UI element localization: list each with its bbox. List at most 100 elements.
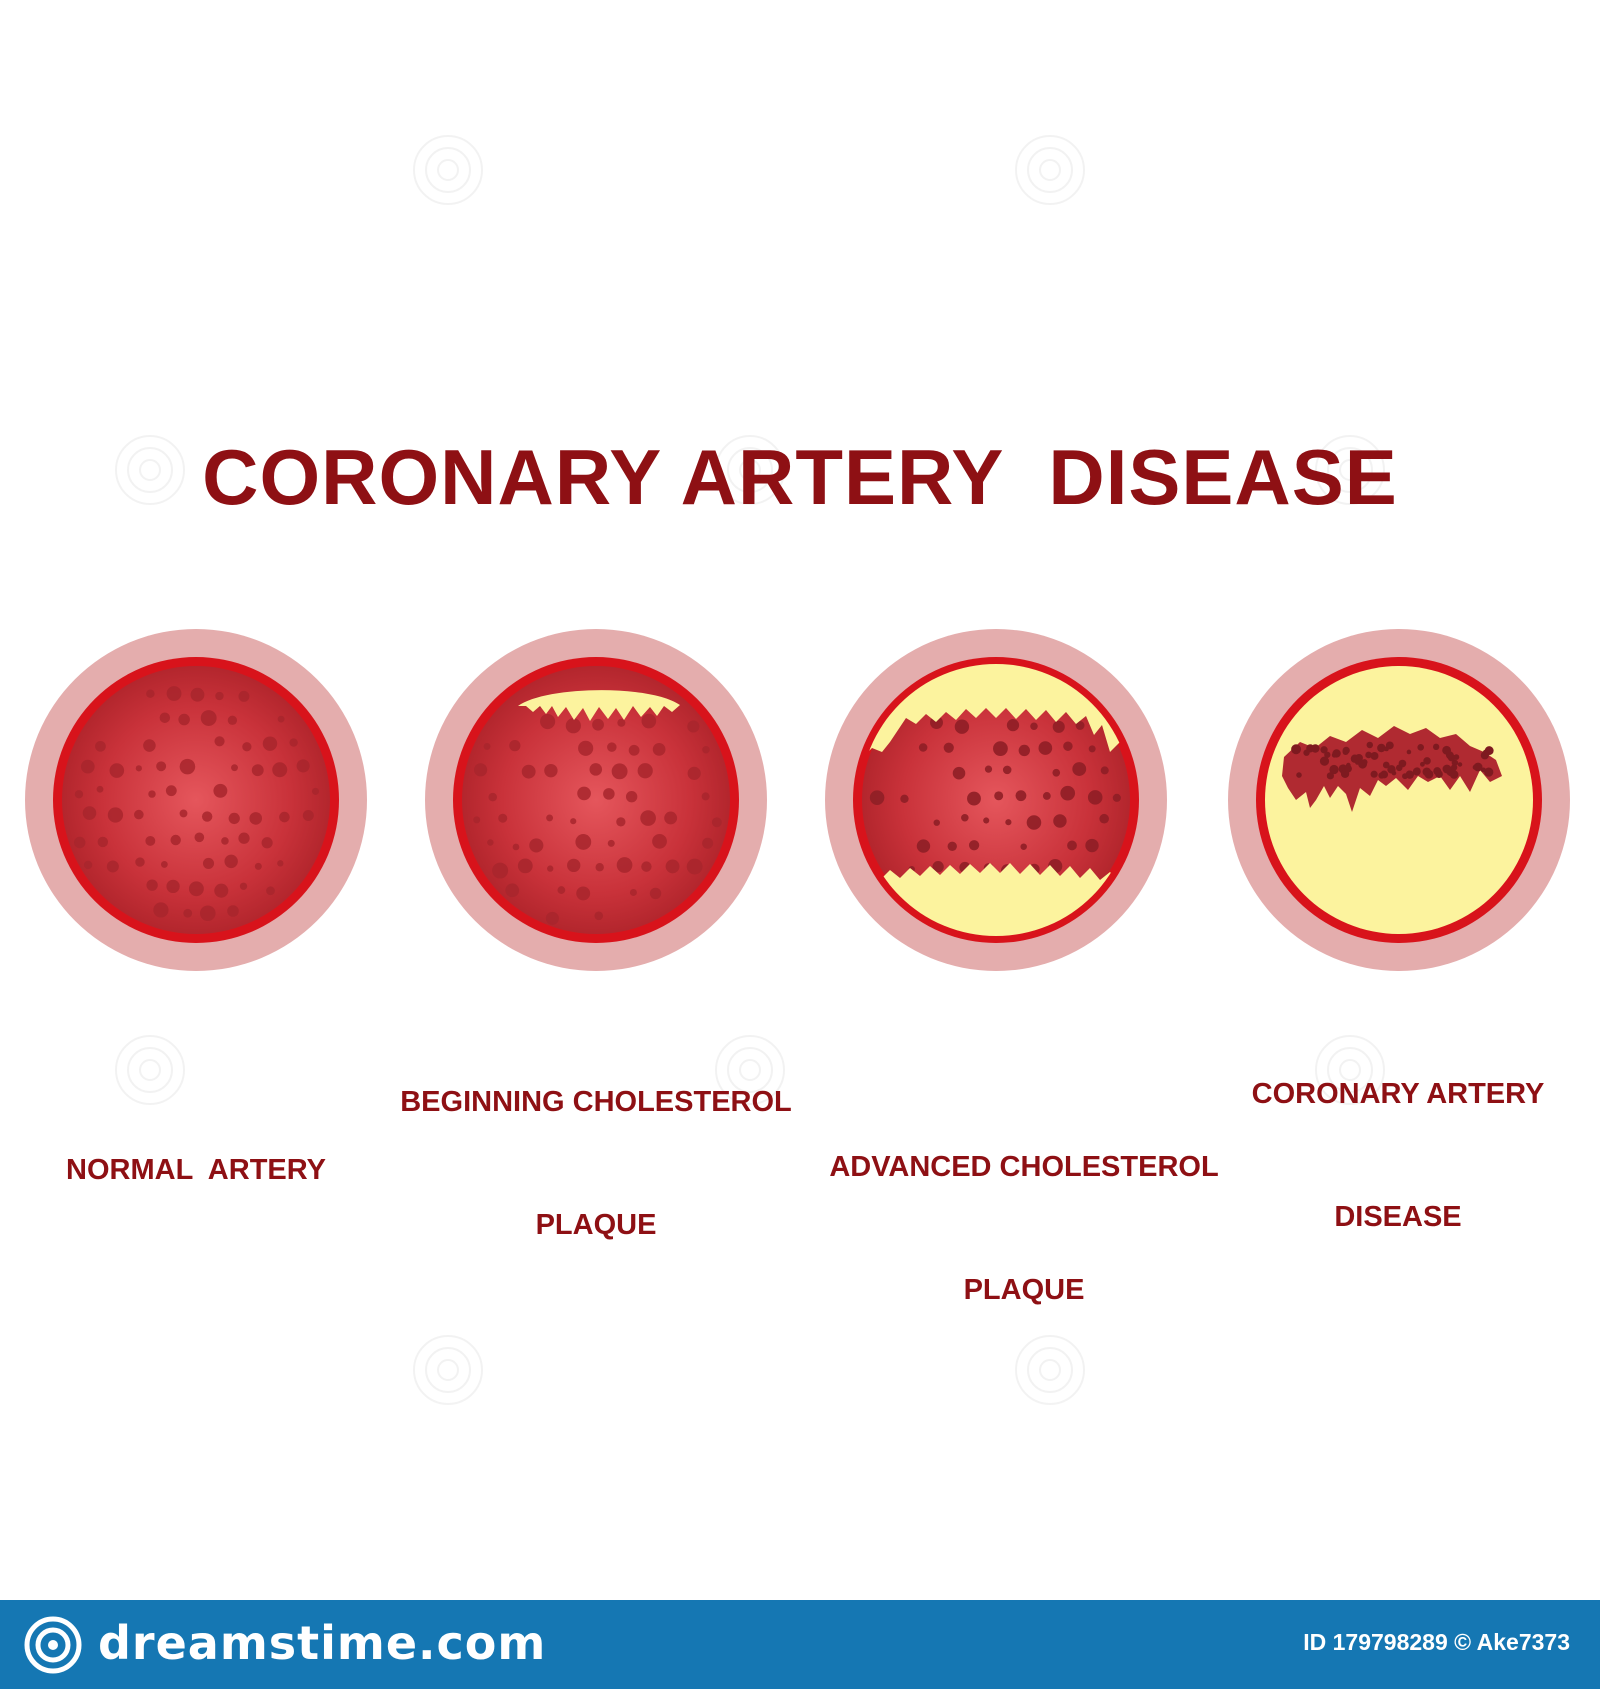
artery-lumen — [62, 666, 330, 934]
blood-cell — [277, 860, 284, 867]
blood-cell — [188, 881, 204, 897]
blood-cell — [73, 836, 86, 849]
watermark-brand: dreamstime.com — [98, 1616, 547, 1670]
blood-cell — [1370, 752, 1379, 760]
blood-cell — [575, 834, 592, 850]
watermark-credit: ID 179798289 © Ake7373 — [1303, 1629, 1570, 1655]
blood-cell — [1387, 765, 1396, 774]
watermark-swirl-icons — [115, 135, 1385, 1405]
blood-cell — [1067, 840, 1077, 851]
blood-cell — [994, 791, 1004, 801]
blood-cell — [616, 857, 633, 873]
blood-cell — [947, 841, 957, 851]
blood-cell — [1099, 813, 1109, 824]
blood-cell — [251, 764, 264, 777]
blood-cell — [1442, 745, 1452, 755]
blood-cell — [687, 766, 701, 780]
blood-cell — [1377, 743, 1386, 753]
blood-cell — [95, 740, 106, 752]
blood-cell — [74, 790, 84, 799]
blood-cell — [546, 814, 554, 822]
blood-cell — [135, 857, 145, 867]
plaque-deposit-top — [860, 664, 1132, 760]
blood-cell — [993, 741, 1008, 757]
blood-cell — [242, 742, 252, 752]
blood-cell — [498, 813, 508, 823]
blood-cell — [641, 861, 652, 872]
blood-cell — [687, 720, 700, 733]
dreamstime-logo-icon — [24, 1616, 82, 1674]
blood-cell — [183, 908, 193, 918]
blood-cell — [215, 691, 224, 701]
blood-cell — [1075, 721, 1085, 730]
plaque-deposit — [518, 690, 680, 721]
blood-cell — [1332, 749, 1341, 758]
blood-cell — [238, 832, 250, 844]
blood-cell — [607, 839, 615, 847]
blood-cell — [567, 858, 581, 873]
blood-cell — [170, 834, 181, 846]
blood-cell — [200, 710, 217, 726]
blood-cell — [1366, 741, 1374, 749]
blood-cell — [1422, 767, 1432, 777]
blood-cell — [289, 738, 298, 747]
blood-cell — [143, 739, 156, 752]
blood-cell — [900, 794, 909, 803]
blood-cell — [1382, 761, 1390, 769]
blood-cell — [231, 764, 238, 772]
blood-cell — [165, 785, 177, 797]
artery-beginning-plaque — [425, 629, 767, 971]
blood-cell — [156, 761, 167, 772]
blood-cell — [1326, 772, 1334, 780]
blood-cell — [629, 888, 637, 896]
blood-cell — [1472, 764, 1479, 770]
blood-cell — [296, 759, 310, 773]
blood-cell — [702, 746, 710, 754]
blood-cell — [1406, 749, 1412, 755]
blood-cell — [616, 817, 626, 827]
caption-line: CORONARY ARTERY — [1251, 1078, 1545, 1110]
blood-cell — [214, 736, 225, 747]
blood-cell — [109, 763, 125, 778]
blood-cell — [1053, 814, 1067, 828]
caption-line: ADVANCED CHOLESTEROL — [829, 1151, 1219, 1183]
blood-cell — [652, 743, 666, 756]
blood-cell — [557, 886, 566, 894]
blood-cell — [179, 809, 188, 818]
blood-cells — [869, 716, 1121, 877]
blood-cell — [227, 905, 239, 917]
blood-cell — [701, 792, 710, 801]
blood-cell — [1026, 815, 1042, 830]
blood-cell — [262, 736, 278, 751]
caption-coronary-disease: CORONARY ARTERY DISEASE — [1218, 992, 1578, 1320]
blood-cell — [483, 742, 491, 750]
blood-cell — [1378, 772, 1385, 779]
blood-cell — [545, 911, 559, 925]
blood-cell — [637, 763, 653, 779]
blood-cell — [311, 787, 320, 795]
blood-cell — [146, 689, 155, 698]
blood-cell — [1423, 757, 1431, 765]
blood-cell — [238, 690, 250, 702]
blood-cell — [106, 860, 119, 873]
blood-cell — [664, 811, 678, 825]
blood-cell — [1063, 741, 1073, 751]
blood-cell — [1361, 759, 1368, 766]
blood-cell — [83, 860, 93, 870]
blood-cell — [1006, 719, 1020, 732]
blood-cell — [933, 819, 940, 826]
blood-cell — [1398, 759, 1407, 768]
blood-cell — [1018, 744, 1030, 757]
caption-normal-artery: NORMAL ARTERY — [36, 1068, 356, 1273]
blood-cells — [73, 686, 320, 922]
blood-cell — [1052, 768, 1061, 777]
blood-cell — [1484, 767, 1494, 777]
blood-cell — [954, 719, 970, 734]
blood-cell — [665, 859, 680, 874]
blood-cell — [577, 786, 591, 801]
blood-cell — [1303, 749, 1310, 756]
blood-cell — [1005, 819, 1012, 826]
blood-cell — [261, 837, 273, 849]
blood-cell — [1402, 773, 1408, 780]
blood-cell — [625, 791, 638, 803]
